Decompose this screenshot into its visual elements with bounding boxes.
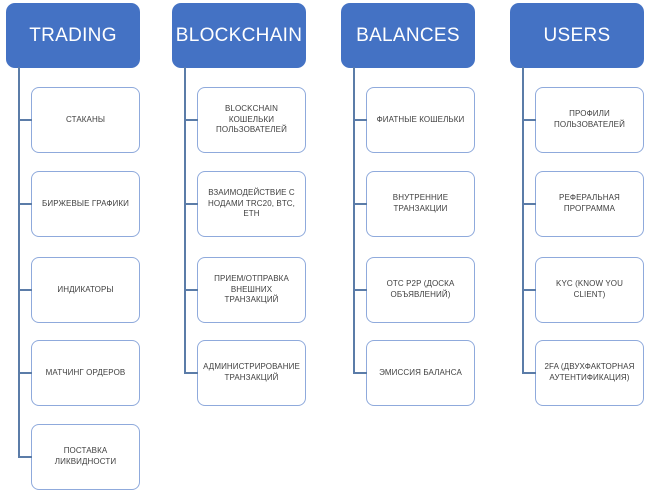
column-blockchain: BLOCKCHAIN BLOCKCHAIN КОШЕЛЬКИ ПОЛЬЗОВАТ… [172, 0, 306, 497]
column-header-blockchain: BLOCKCHAIN [172, 3, 306, 68]
diagram-node: БИРЖЕВЫЕ ГРАФИКИ [17, 171, 140, 237]
diagram-node: СТАКАНЫ [17, 87, 140, 153]
diagram-node: ПРОФИЛИ ПОЛЬЗОВАТЕЛЕЙ [521, 87, 644, 153]
diagram-node: МАТЧИНГ ОРДЕРОВ [17, 340, 140, 406]
column-balances: BALANCES ФИАТНЫЕ КОШЕЛЬКИ ВНУТРЕННИЕ ТРА… [341, 0, 475, 497]
column-trading: TRADING СТАКАНЫ БИРЖЕВЫЕ ГРАФИКИ ИНДИКАТ… [6, 0, 140, 497]
diagram-node: АДМИНИСТРИРОВАНИЕ ТРАНЗАКЦИЙ [183, 340, 306, 406]
diagram-node: ВНУТРЕННИЕ ТРАНЗАКЦИИ [352, 171, 475, 237]
diagram-node: ИНДИКАТОРЫ [17, 257, 140, 323]
connector-line-vertical [522, 67, 524, 373]
column-header-users: USERS [510, 3, 644, 68]
diagram-node: РЕФЕРАЛЬНАЯ ПРОГРАММА [521, 171, 644, 237]
column-header-trading: TRADING [6, 3, 140, 68]
diagram-node: BLOCKCHAIN КОШЕЛЬКИ ПОЛЬЗОВАТЕЛЕЙ [183, 87, 306, 153]
diagram-node: KYC (KNOW YOU CLIENT) [521, 257, 644, 323]
diagram-node: 2FA (ДВУХФАКТОРНАЯ АУТЕНТИФИКАЦИЯ) [521, 340, 644, 406]
column-header-balances: BALANCES [341, 3, 475, 68]
diagram-node: ЭМИССИЯ БАЛАНСА [352, 340, 475, 406]
column-users: USERS ПРОФИЛИ ПОЛЬЗОВАТЕЛЕЙ РЕФЕРАЛЬНАЯ … [510, 0, 644, 497]
connector-line-vertical [184, 67, 186, 373]
diagram-node: OTC P2P (ДОСКА ОБЪЯВЛЕНИЙ) [352, 257, 475, 323]
diagram-node: ВЗАИМОДЕЙСТВИЕ С НОДАМИ TRC20, BTC, ETH [183, 171, 306, 237]
diagram-node: ПРИЕМ/ОТПРАВКА ВНЕШНИХ ТРАНЗАКЦИЙ [183, 257, 306, 323]
connector-line-vertical [18, 67, 20, 457]
diagram-node: ФИАТНЫЕ КОШЕЛЬКИ [352, 87, 475, 153]
diagram-node: ПОСТАВКА ЛИКВИДНОСТИ [17, 424, 140, 490]
connector-line-vertical [353, 67, 355, 373]
